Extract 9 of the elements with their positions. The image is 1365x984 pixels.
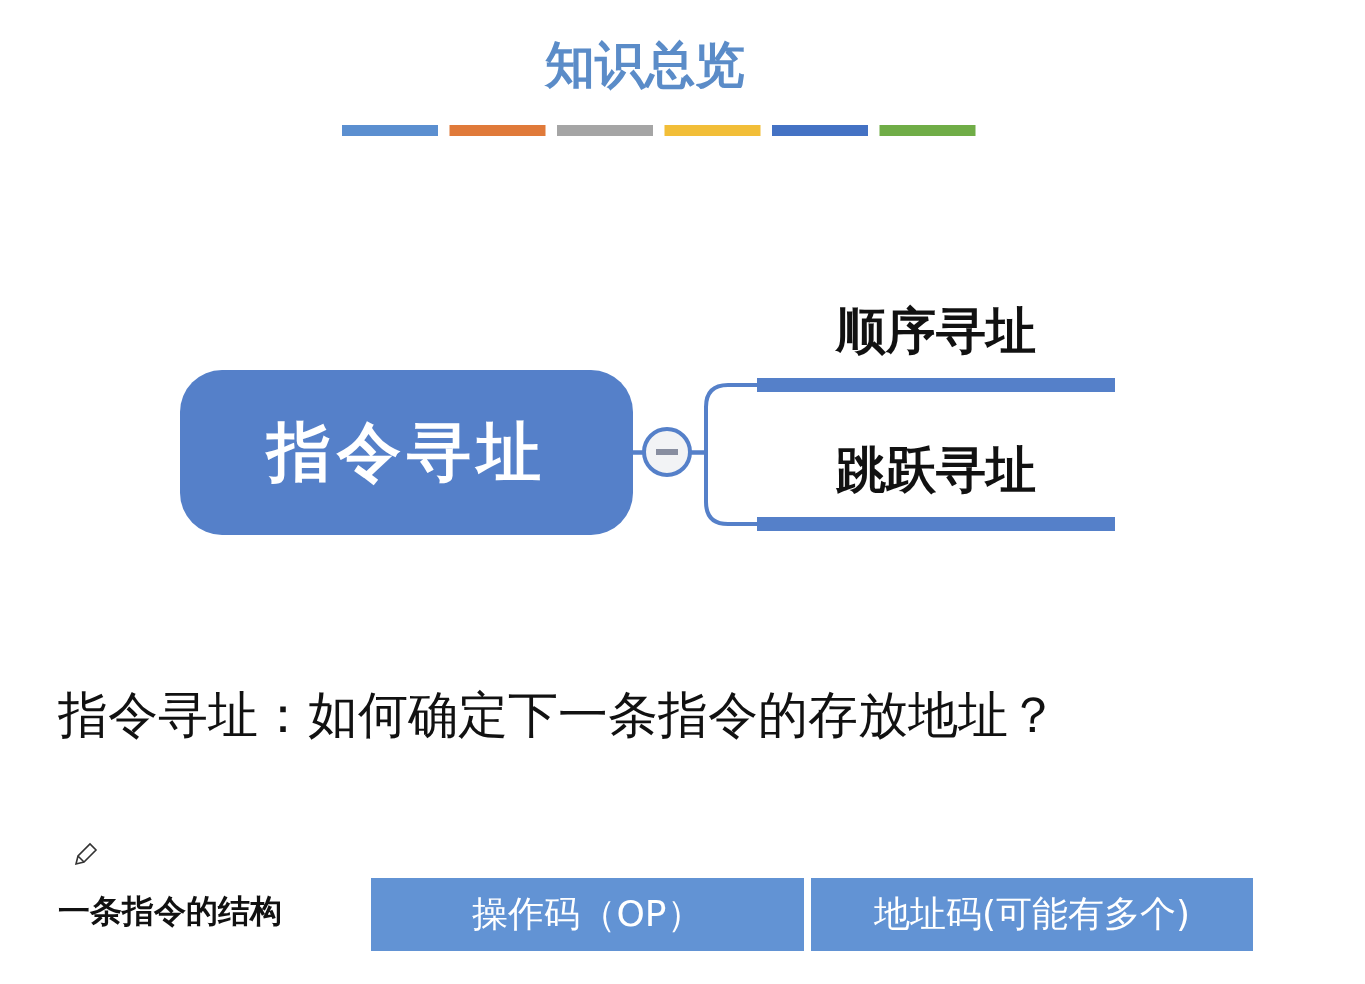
row-label: 一条指令的结构 (58, 891, 282, 932)
topic-box: 指令寻址 (180, 370, 633, 535)
connector-line (633, 450, 757, 526)
field-cell: 地址码(可能有多个) (811, 878, 1253, 951)
title: 知识总览 (543, 35, 746, 96)
branch-topic: 跳跃寻址 (757, 437, 1115, 531)
question-text: 指令寻址：如何确定下一条指令的存放地址？ (58, 685, 1058, 746)
field-cell: 操作码（OP） (371, 878, 804, 951)
branch-topic: 顺序寻址 (757, 298, 1115, 392)
